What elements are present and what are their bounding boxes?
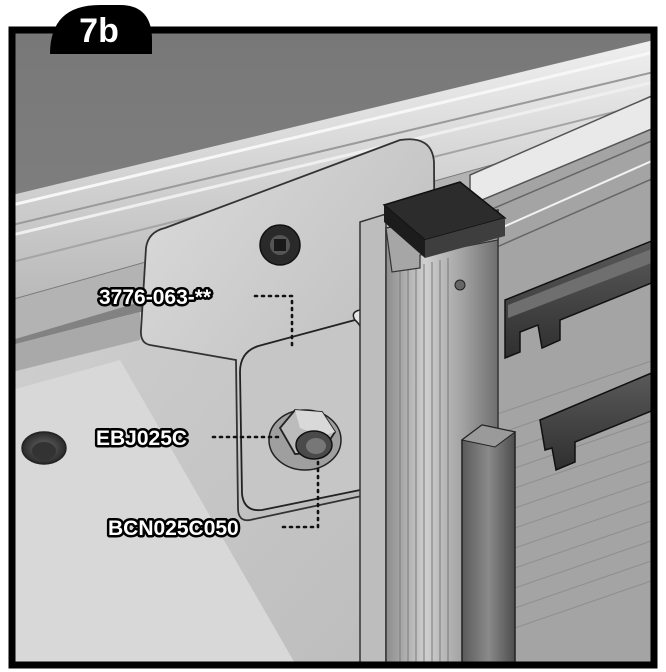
callout-bolt-part: BCN025C050 — [108, 517, 239, 540]
frame-border — [8, 26, 658, 669]
front-post — [461, 424, 516, 665]
callout-nut-part: EBJ025C — [96, 427, 187, 450]
post-flange — [359, 212, 387, 665]
leader-line-bolt — [281, 458, 320, 529]
leader-line-bracket — [253, 294, 294, 352]
right-rail-body — [470, 105, 654, 665]
step-label: 7b — [79, 12, 119, 50]
callout-bracket-part: 3776-063-** — [99, 286, 212, 309]
step-badge: 7b — [50, 5, 152, 54]
u-channel-lower — [539, 371, 654, 472]
